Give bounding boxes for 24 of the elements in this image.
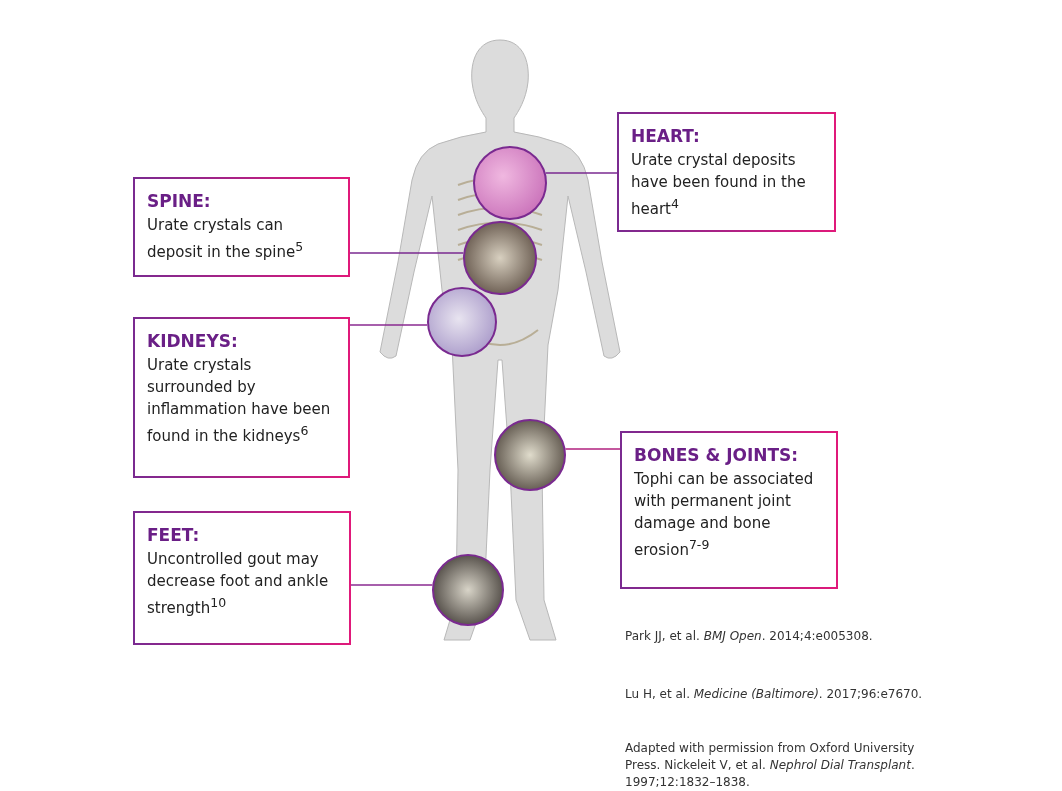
callout-heading: FEET: [147, 525, 200, 545]
citation-note: Park JJ, et al. BMJ Open. 2014;4:e005308. [625, 628, 874, 645]
knee-scan-image [494, 419, 566, 491]
callout-box [617, 112, 836, 232]
callout-box [133, 511, 351, 645]
callout-heading: SPINE: [147, 191, 211, 211]
citation-note: Lu H, et al. Medicine (Baltimore). 2017;96:e7670. [625, 686, 924, 703]
leader-line [544, 172, 618, 174]
callout-text: Urate crystals surrounded by inflammation have been found in the kidneys$^{6}$ [147, 355, 332, 447]
callout-text: Urate crystal deposits have been found in the heart$^{4}$ [631, 150, 807, 220]
callout-text: Uncontrolled gout may decrease foot and ankle strength$^{10}$ [147, 549, 330, 619]
callout-box [133, 177, 350, 277]
callout-heading: BONES & JOINTS: [634, 445, 799, 465]
leader-line [349, 324, 428, 326]
callout-heading: HEART: [631, 126, 700, 146]
leader-line [350, 584, 433, 586]
callout-box [620, 431, 838, 589]
callout-box [133, 317, 350, 478]
callout-text: Urate crystals can deposit in the spine$^{5}$ [147, 215, 305, 263]
callout-heading: KIDNEYS: [147, 331, 238, 351]
leader-line [349, 252, 464, 254]
citation-note: Adapted with permission from Oxford University Press. Nickeleit V, et al. Nephrol Dial Transplant. 1997;12:1832–1838. [625, 740, 916, 791]
leader-line [564, 448, 621, 450]
callout-text: Tophi can be associated with permanent joint damage and bone erosion$^{7-9}$ [634, 469, 815, 561]
